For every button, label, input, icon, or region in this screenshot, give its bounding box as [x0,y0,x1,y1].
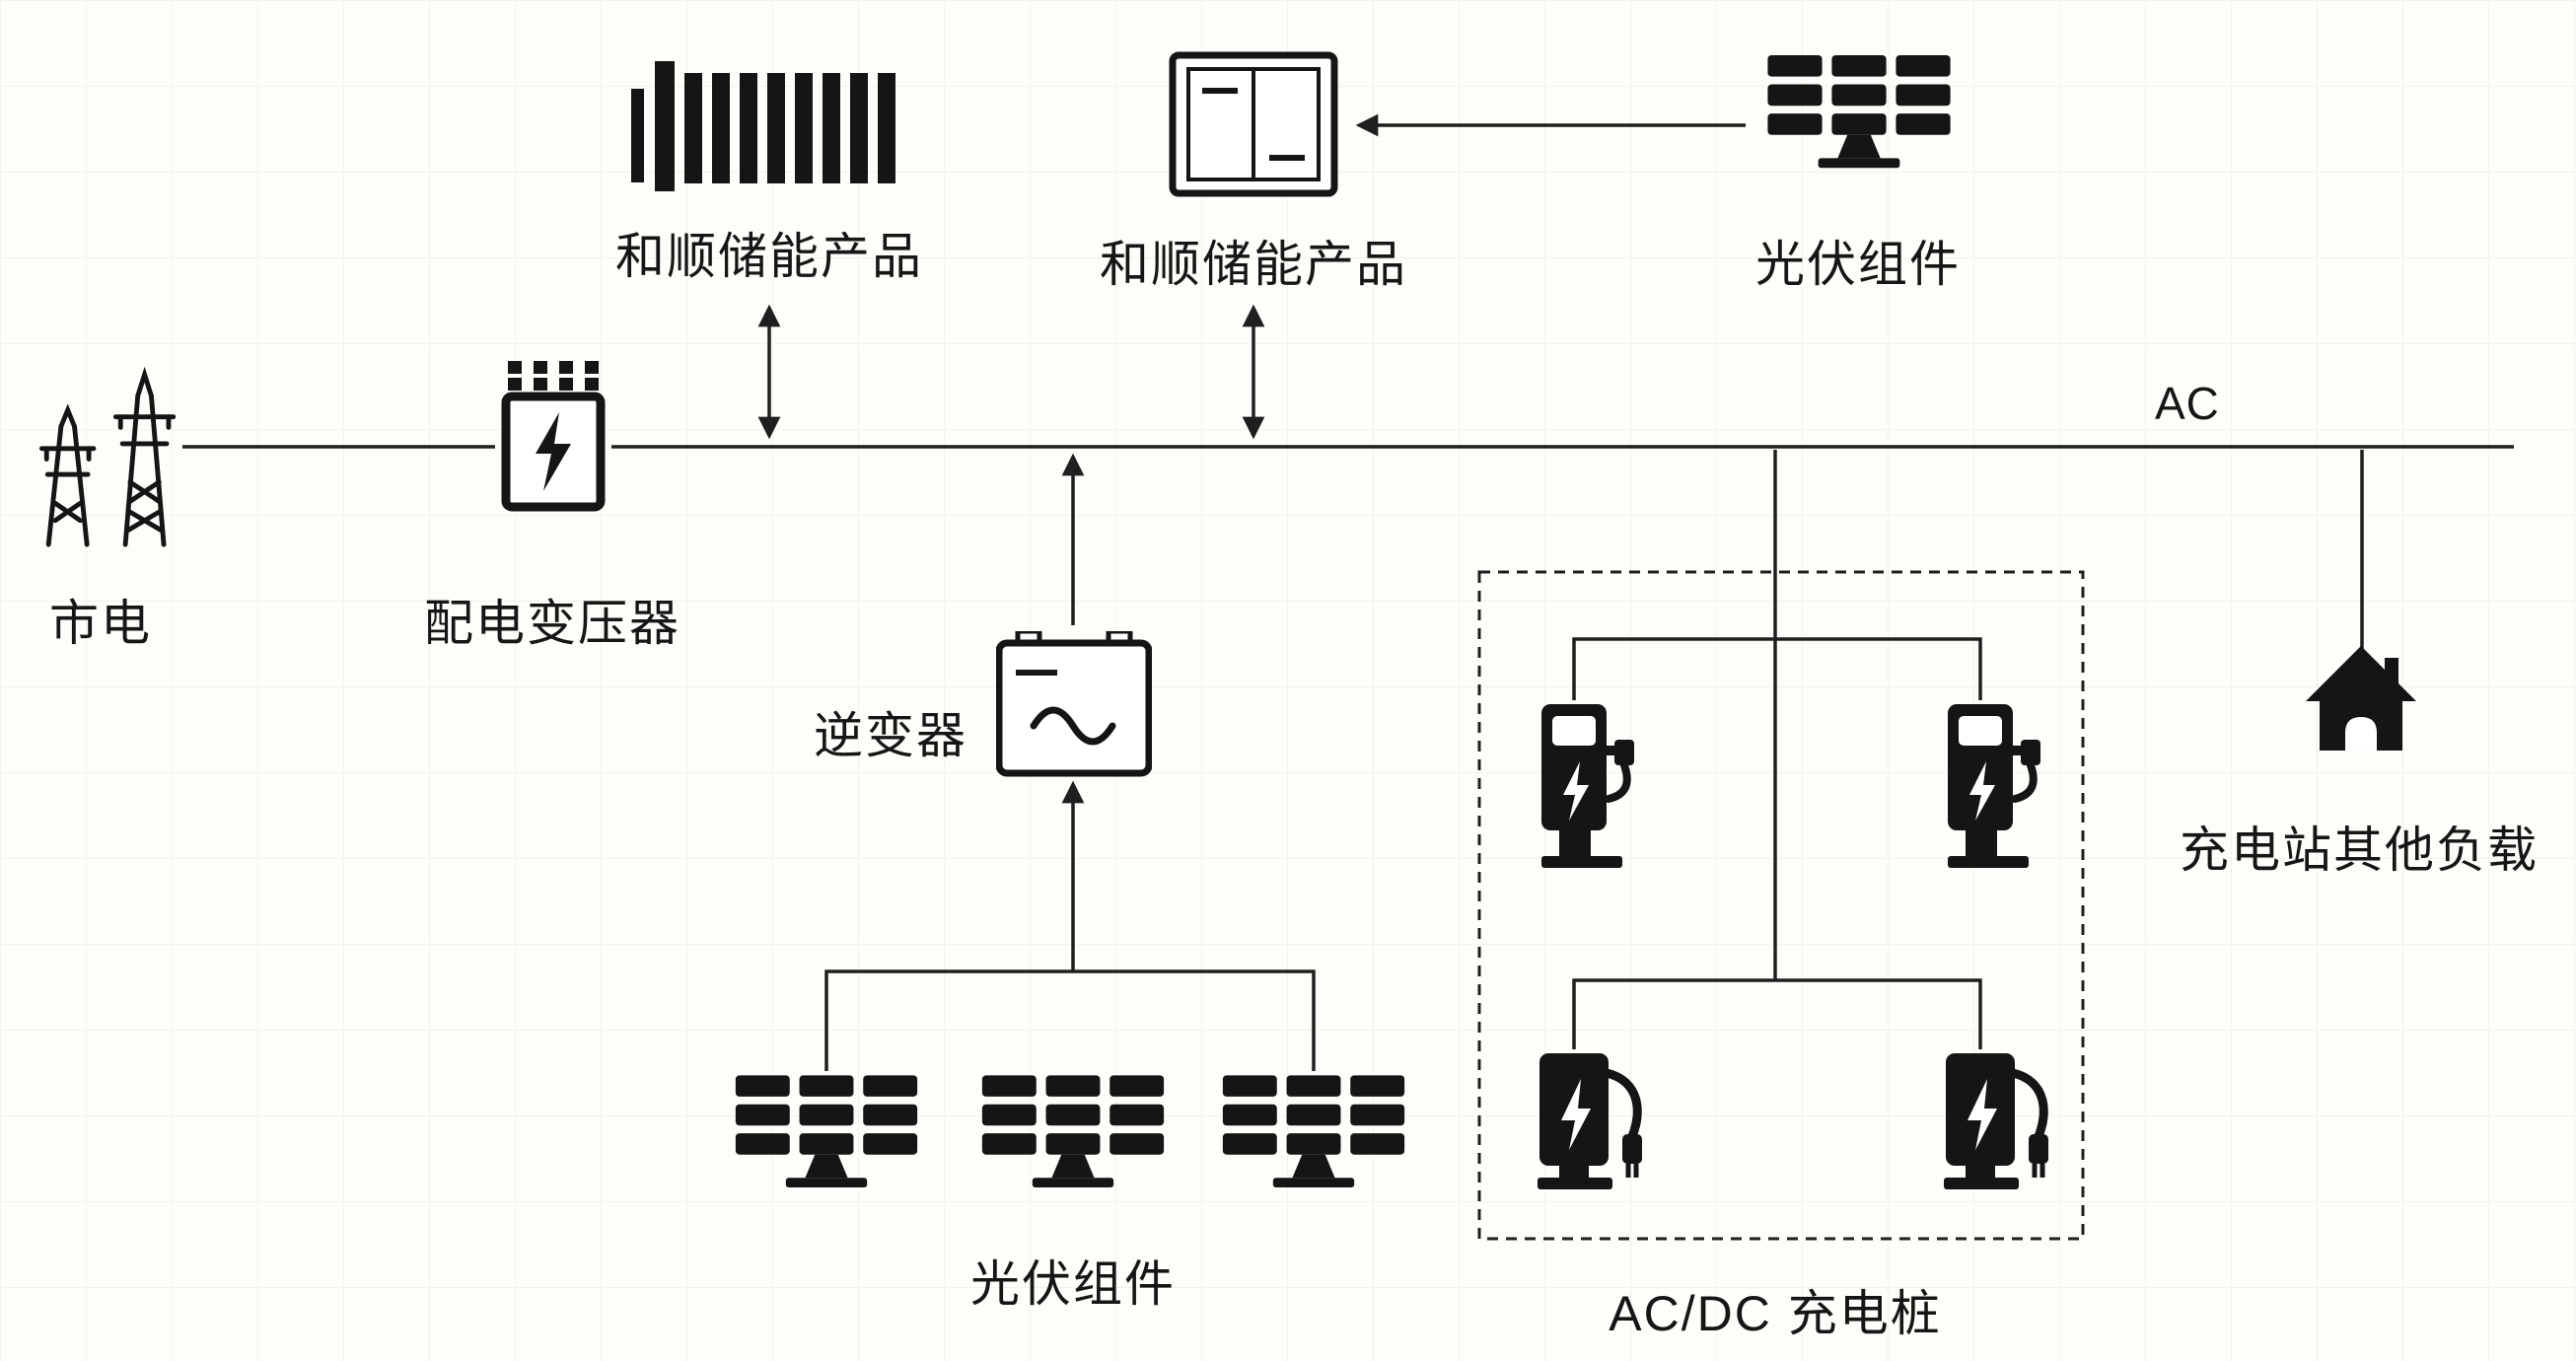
charger-group-label: AC/DC 充电桩 [1609,1286,1942,1341]
transformer-label: 配电变压器 [424,596,680,651]
grid-label: 市电 [49,596,152,651]
pv-bottom-label: 光伏组件 [970,1256,1176,1312]
transformer-icon [501,361,606,512]
pv-module-bottom-3-icon [1222,1075,1405,1188]
storage-container-icon [631,61,895,191]
ac-charger-2-icon [1948,704,2040,868]
pv-module-bottom-1-icon [735,1075,918,1188]
pv-module-top-icon [1767,55,1951,169]
inverter-label: 逆变器 [814,708,967,763]
charger-branch-top [1572,637,1982,700]
ac-charger-1-icon [1541,704,1634,868]
dc-charger-1-icon [1538,1053,1642,1189]
pv-top-label: 光伏组件 [1755,237,1961,292]
inverter-icon [996,631,1152,777]
storage-mid-label: 和顺储能产品 [1100,237,1407,292]
charger-group-dashed-box [1477,570,2085,1241]
pv-array-bracket [824,969,1316,1071]
other-loads-label: 充电站其他负载 [2180,823,2539,878]
storage-left-label: 和顺储能产品 [615,229,923,284]
pv-module-bottom-2-icon [981,1075,1165,1188]
storage-cabinet-icon [1169,51,1338,197]
utility-grid-towers-icon [38,367,177,547]
ac-bus-label: AC [2155,378,2220,429]
house-loads-icon [2306,646,2416,751]
dc-charger-2-icon [1944,1053,2048,1189]
charger-branch-bottom [1572,978,1982,1049]
